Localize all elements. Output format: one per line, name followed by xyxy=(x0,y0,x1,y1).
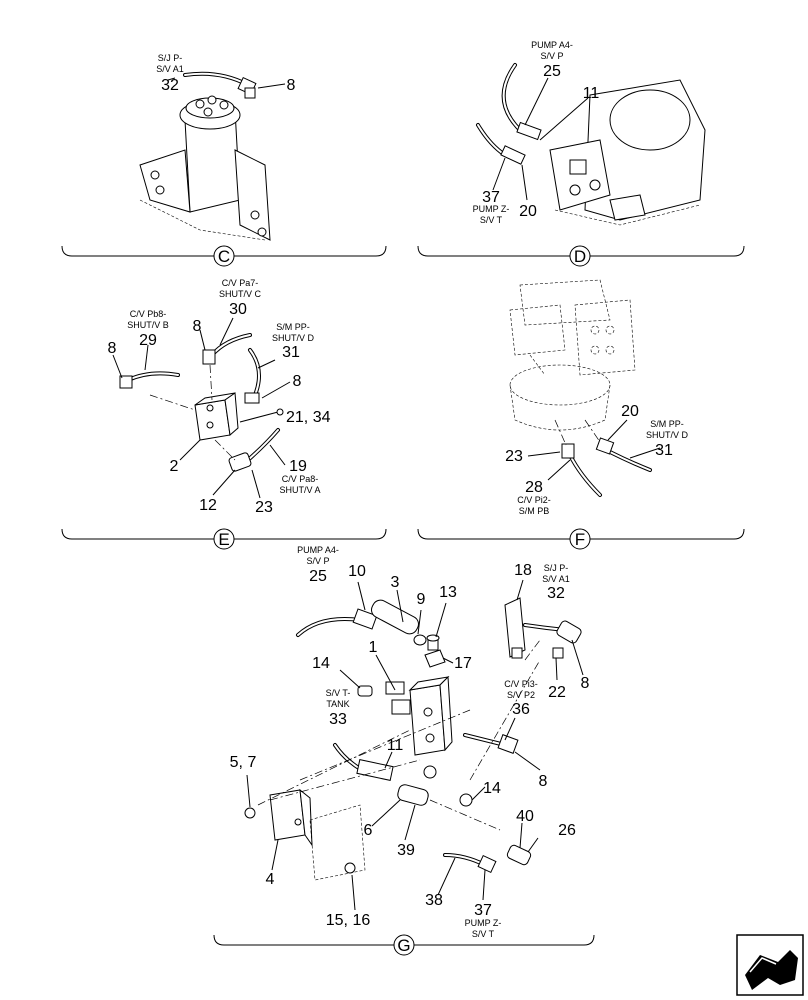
callout-21-34[interactable]: 21, 34 xyxy=(286,409,331,426)
section-c-letter[interactable]: C xyxy=(218,247,230,266)
callout-12[interactable]: 12 xyxy=(199,497,217,514)
callout-2[interactable]: 2 xyxy=(170,458,179,475)
callout-3[interactable]: 3 xyxy=(391,574,400,591)
swing-motor-ghost-drawing xyxy=(509,279,636,431)
callout-9[interactable]: 9 xyxy=(417,591,426,608)
callout-39[interactable]: 39 xyxy=(397,842,415,859)
pp-label-line1: S/M PP- xyxy=(650,419,684,429)
section-e-marker[interactable] xyxy=(213,528,235,550)
callout-14-top[interactable]: 14 xyxy=(312,655,330,672)
pump-a4-label-line2: S/V P xyxy=(540,51,563,61)
next-page-arrow-icon[interactable] xyxy=(736,934,804,996)
view-e: C/V Pa7- SHUT/V C 30 C/V Pb8- SHUT/V B 2… xyxy=(61,278,387,550)
pp-label-line2: SHUT/V D xyxy=(272,333,315,343)
z-label-line2: S/V T xyxy=(472,929,495,939)
callout-11[interactable]: 11 xyxy=(387,737,404,754)
pi3-label-line2: S/V P2 xyxy=(507,690,535,700)
callout-19[interactable]: 19 xyxy=(289,458,307,475)
callout-20[interactable]: 20 xyxy=(621,403,639,420)
callout-26[interactable]: 26 xyxy=(558,822,576,839)
section-e-letter[interactable]: E xyxy=(218,530,229,549)
a4-label-line2: S/V P xyxy=(306,556,329,566)
pump-z-label-line2: S/V T xyxy=(480,215,503,225)
view-c: S/J P- S/V A1 32 8 C xyxy=(61,53,387,267)
callout-5-7[interactable]: 5, 7 xyxy=(230,754,257,771)
section-g-letter[interactable]: G xyxy=(397,936,410,955)
callout-23[interactable]: 23 xyxy=(255,499,273,516)
pi2-label-line1: C/V Pi2- xyxy=(517,495,551,505)
callout-36[interactable]: 36 xyxy=(512,701,530,718)
callout-8-lower[interactable]: 8 xyxy=(539,773,548,790)
callout-22[interactable]: 22 xyxy=(548,684,566,701)
callout-37[interactable]: 37 xyxy=(482,189,500,206)
callout-8-top[interactable]: 8 xyxy=(193,318,202,335)
callout-8-right[interactable]: 8 xyxy=(293,373,302,390)
callout-33[interactable]: 33 xyxy=(329,711,347,728)
callout-8-right[interactable]: 8 xyxy=(581,675,590,692)
section-g-marker[interactable] xyxy=(393,934,415,956)
z-label-line1: PUMP Z- xyxy=(465,918,502,928)
callout-40[interactable]: 40 xyxy=(516,808,534,825)
callout-28[interactable]: 28 xyxy=(525,479,543,496)
callout-32[interactable]: 32 xyxy=(547,585,565,602)
pp-label-line1: S/M PP- xyxy=(276,322,310,332)
callout-15-16[interactable]: 15, 16 xyxy=(326,912,371,929)
callout-38[interactable]: 38 xyxy=(425,892,443,909)
callout-11[interactable]: 11 xyxy=(583,85,600,102)
hose-label-line2: S/V A1 xyxy=(156,64,184,74)
callout-29[interactable]: 29 xyxy=(139,332,157,349)
section-d-marker[interactable] xyxy=(569,245,591,267)
callout-20[interactable]: 20 xyxy=(519,203,537,220)
callout-4[interactable]: 4 xyxy=(266,871,275,888)
pa8-label-line1: C/V Pa8- xyxy=(282,474,319,484)
view-f: 20 S/M PP- SHUT/V D 31 23 28 C/V Pi2- S/… xyxy=(417,279,745,550)
view-g: PUMP A4- S/V P 25 10 3 9 13 18 S/J P- S/… xyxy=(213,545,595,956)
section-c-marker[interactable] xyxy=(213,245,235,267)
callout-1[interactable]: 1 xyxy=(369,639,378,656)
callout-31[interactable]: 31 xyxy=(282,344,300,361)
callout-8[interactable]: 8 xyxy=(287,77,296,94)
pa8-label-line2: SHUT/V A xyxy=(279,485,320,495)
callout-10[interactable]: 10 xyxy=(348,563,366,580)
pp-label-line2: SHUT/V D xyxy=(646,430,689,440)
a4-label-line1: PUMP A4- xyxy=(297,545,339,555)
callout-37[interactable]: 37 xyxy=(474,902,492,919)
section-d-letter[interactable]: D xyxy=(574,247,586,266)
pump-drawing xyxy=(549,79,706,226)
section-f-letter[interactable]: F xyxy=(575,530,585,549)
callout-25[interactable]: 25 xyxy=(309,568,327,585)
pb8-label-line1: C/V Pb8- xyxy=(130,309,167,319)
sj-label-line2: S/V A1 xyxy=(542,574,570,584)
sj-label-line1: S/J P- xyxy=(544,563,569,573)
callout-8-left[interactable]: 8 xyxy=(108,340,117,357)
callout-14-lower[interactable]: 14 xyxy=(483,780,501,797)
pi2-label-line2: S/M PB xyxy=(519,506,550,516)
callout-6[interactable]: 6 xyxy=(364,822,373,839)
pump-a4-label-line1: PUMP A4- xyxy=(531,40,573,50)
callout-17[interactable]: 17 xyxy=(454,655,472,672)
hose-label-line1: S/J P- xyxy=(158,53,183,63)
callout-30[interactable]: 30 xyxy=(229,301,247,318)
pa7-label-line1: C/V Pa7- xyxy=(222,278,259,288)
view-d: PUMP A4- S/V P 25 11 37 PUMP Z- S/V T 20… xyxy=(417,40,745,267)
callout-13[interactable]: 13 xyxy=(439,584,457,601)
pump-z-label-line1: PUMP Z- xyxy=(473,204,510,214)
pa7-label-line2: SHUT/V C xyxy=(219,289,262,299)
section-f-marker[interactable] xyxy=(569,528,591,550)
callout-31[interactable]: 31 xyxy=(655,442,673,459)
callout-23[interactable]: 23 xyxy=(505,448,523,465)
swivel-joint-drawing xyxy=(139,95,271,241)
pi3-label-line1: C/V Pi3- xyxy=(504,679,538,689)
callout-32[interactable]: 32 xyxy=(161,77,179,94)
callout-25[interactable]: 25 xyxy=(543,63,561,80)
pb8-label-line2: SHUT/V B xyxy=(127,320,169,330)
tank-label-line2: TANK xyxy=(326,699,349,709)
tank-label-line1: S/V T- xyxy=(326,688,351,698)
callout-18[interactable]: 18 xyxy=(514,562,532,579)
